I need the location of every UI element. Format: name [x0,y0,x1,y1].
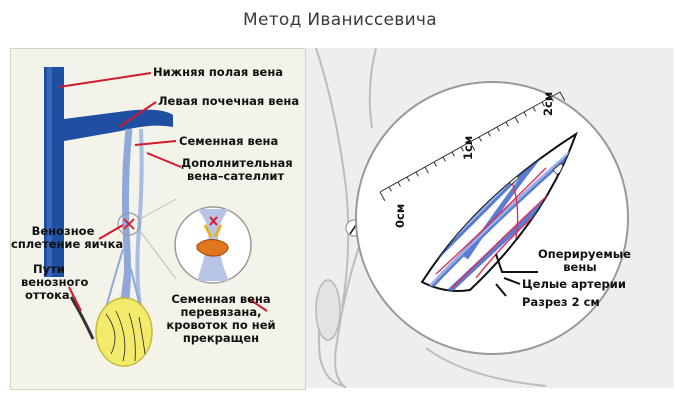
ruler-tick [478,136,482,142]
figure-title: Метод Иваниссевича [243,10,437,30]
anatomy-drawing [44,67,268,367]
label-left-renal-vein: Левая почечная вена [158,94,300,108]
ruler-tick [424,166,429,174]
ruler-tick [550,96,554,102]
label-incision-2cm: Разрез 2 см [522,295,600,309]
ruler-tick [487,131,491,137]
ruler-label-1cm: 1см [461,135,475,160]
label-accessory-vein-line2: вена–сателлит [187,169,285,183]
ruler-tick [514,116,519,124]
label-inferior-vena-cava: Нижняя полая вена [153,65,284,79]
label-outflow-line2: венозного [21,275,89,289]
ruler-tick [496,126,500,132]
ruler-label-0cm: 0см [393,203,407,228]
ruler-tick [532,106,536,112]
ruler-tick [433,161,437,167]
ruler-tick [442,156,446,162]
ruler-label-2cm: 2см [541,91,555,116]
plexus-circle [117,212,141,236]
ruler [379,91,566,201]
label-outflow-line3: оттока [25,288,70,302]
ruler-tick [406,176,410,182]
surgery-drawing [315,48,629,388]
left-pointer-lines [58,72,268,312]
right-surgery-panel: 0см 1см 2см Оперируемые вены Целые артер… [306,48,674,388]
label-venous-plexus-line1: Венозное [31,224,95,238]
right-pointer-lines [495,253,538,297]
label-ligated-line3: кровоток по ней [166,318,276,332]
label-ligated-line4: прекращен [182,331,260,345]
left-renal-vein-shape [64,109,173,141]
label-accessory-vein-line1: Дополнительная [181,156,293,170]
ruler-tick [505,121,509,127]
label-operated-veins-line2: вены [563,260,597,274]
label-operated-veins-line1: Оперируемые [538,247,631,261]
ruler-tick [559,91,566,101]
label-testicular-vein: Семенная вена [179,134,279,148]
testis-shape [95,297,153,367]
ruler-tick [460,146,464,152]
ruler-tick [379,191,386,201]
ruler-tick [469,141,476,151]
label-ligated-line1: Семенная вена [171,292,271,306]
ruler-tick [397,181,401,187]
left-anatomy-panel: Нижняя полая вена Левая почечная вена Се… [10,48,306,390]
label-ligated-line2: перевязана, [180,305,262,319]
label-outflow-line1: Пути [33,262,65,276]
ruler-tick [415,171,419,177]
ruler-tick [523,111,527,117]
label-intact-arteries: Целые артерии [522,277,626,291]
ruler-tick [541,101,545,107]
label-venous-plexus-line2: сплетение яичка [11,237,124,251]
ruler-tick [388,186,392,192]
ruler-tick [451,151,455,157]
